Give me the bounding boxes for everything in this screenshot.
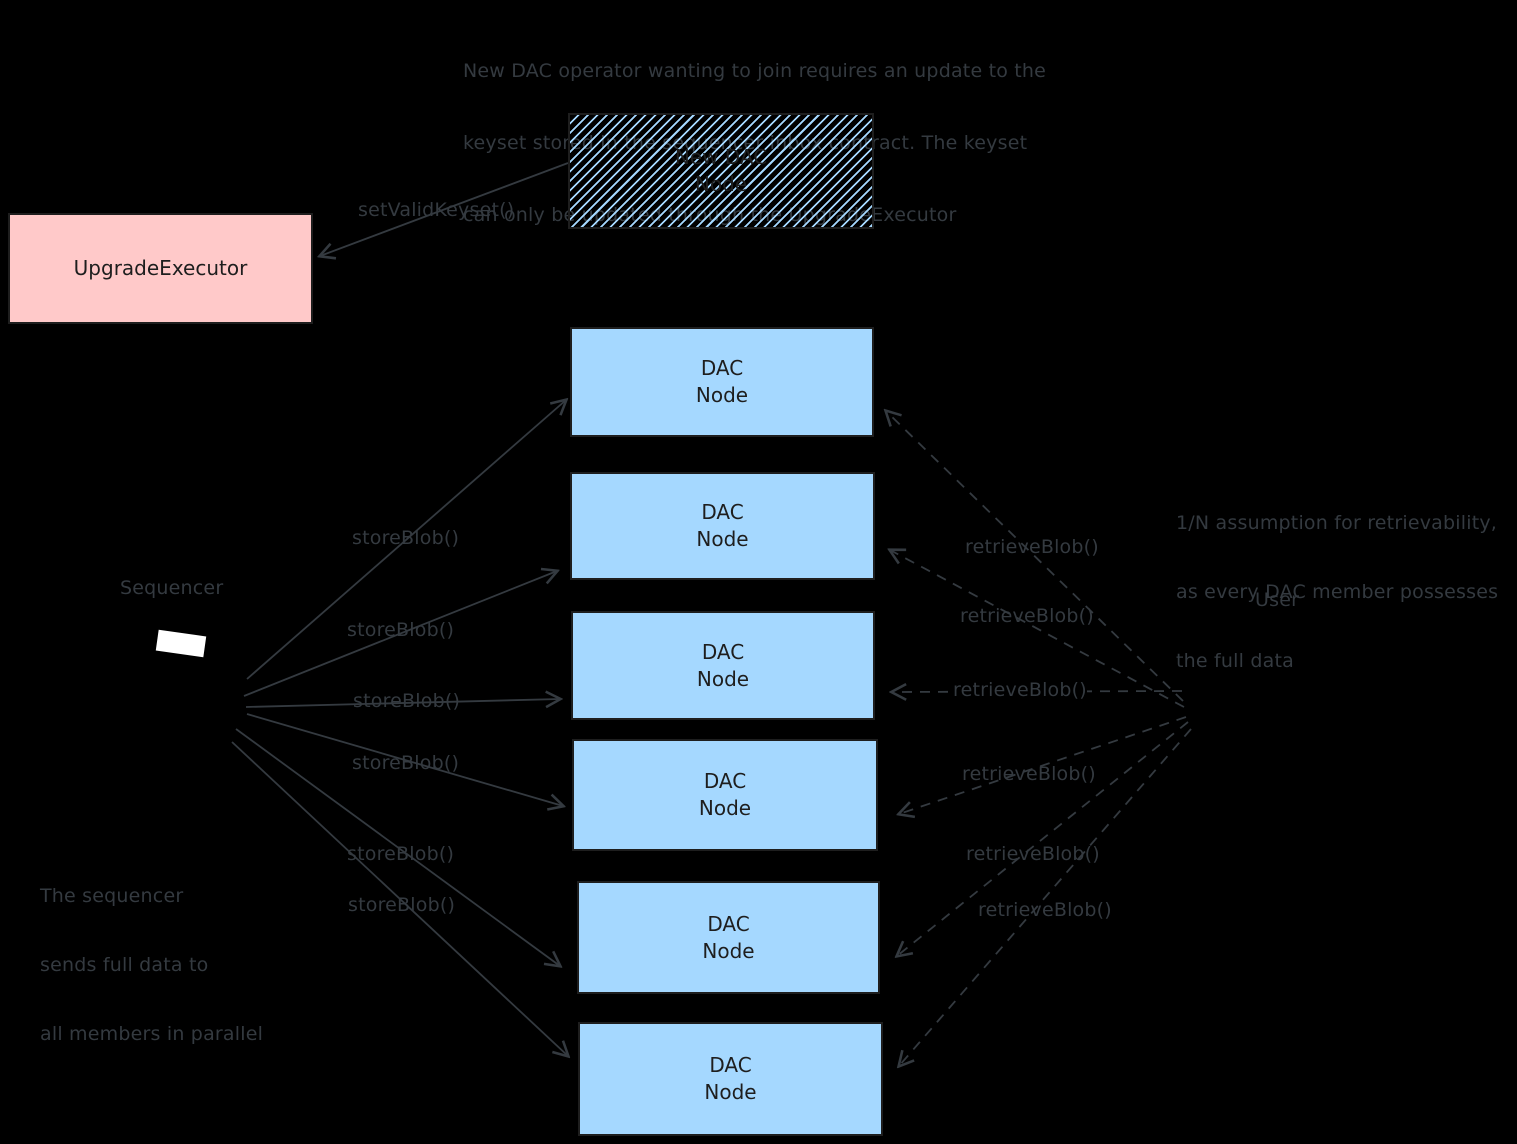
- dac-node-2-line-2: Node: [696, 527, 749, 551]
- new-dac-node-label-line-2: Node: [694, 172, 748, 196]
- dac-node-box-3: DAC Node: [571, 611, 875, 720]
- retrieve-blob-label-5: retrieveBlob(): [966, 843, 1100, 865]
- set-valid-keyset-label: setValidKeyset(): [358, 199, 515, 221]
- top-note-line-1: New DAC operator wanting to join require…: [463, 60, 1047, 82]
- retrieve-arrow-4: [899, 716, 1187, 814]
- store-blob-label-1: storeBlob(): [352, 527, 460, 549]
- upgrade-executor-label: UpgradeExecutor: [73, 256, 248, 280]
- retrieve-arrow-1: [886, 411, 1184, 702]
- retrieve-blob-label-4: retrieveBlob(): [962, 763, 1096, 785]
- retrieve-arrow-2: [890, 550, 1185, 708]
- new-dac-node-label-line-1: New DAC: [674, 145, 768, 169]
- store-arrow-5: [235, 728, 560, 966]
- dac-node-3-line-1: DAC: [701, 639, 745, 664]
- dac-node-box-5: DAC Node: [577, 881, 880, 994]
- dac-node-6-line-1: DAC: [709, 1053, 752, 1077]
- dac-node-5-line-2: Node: [702, 938, 755, 963]
- dac-node-4-line-1: DAC: [703, 769, 747, 793]
- dac-node-box-2: DAC Node: [570, 472, 875, 580]
- store-arrow-6: [231, 741, 568, 1056]
- user-label: User: [1255, 589, 1300, 611]
- sequencer-label: Sequencer: [120, 577, 224, 599]
- upgrade-executor-box: UpgradeExecutor: [8, 213, 313, 324]
- dac-node-1-line-1: DAC: [700, 356, 744, 380]
- retrieve-blob-label-2: retrieveBlob(): [960, 605, 1094, 627]
- store-arrow-2: [243, 571, 557, 697]
- store-blob-label-2: storeBlob(): [347, 619, 455, 641]
- store-blob-label-5: storeBlob(): [347, 843, 455, 865]
- store-arrow-3: [245, 699, 560, 707]
- dac-node-1-line-2: Node: [695, 383, 749, 407]
- retrievability-note-line-1: 1/N assumption for retrievability,: [1176, 512, 1498, 534]
- retrieve-blob-label-3: retrieveBlob(): [953, 679, 1087, 701]
- retrieve-arrow-6: [899, 728, 1192, 1066]
- retrievability-note-line-2: as every DAC member possesses: [1176, 581, 1499, 603]
- store-arrow-1: [246, 400, 566, 680]
- dac-node-box-6: DAC Node: [578, 1022, 883, 1136]
- sequencer-note-line-3: all members in parallel: [40, 1023, 264, 1045]
- store-blob-label-4: storeBlob(): [352, 752, 460, 774]
- retrieve-arrow-5: [897, 721, 1189, 956]
- store-blob-label-6: storeBlob(): [348, 894, 456, 916]
- store-arrow-4: [246, 713, 563, 806]
- retrievability-note: 1/N assumption for retrievability, as ev…: [1176, 466, 1498, 719]
- retrieve-blob-label-6: retrieveBlob(): [978, 899, 1112, 921]
- sequencer-note-line-2: sends full data to: [40, 954, 209, 976]
- dac-node-2-line-1: DAC: [701, 500, 744, 524]
- set-valid-keyset-arrow: [320, 162, 569, 256]
- dac-node-3-line-2: Node: [696, 666, 750, 691]
- dac-node-box-4: DAC Node: [572, 739, 878, 851]
- sequencer-note-line-1: The sequencer: [40, 885, 184, 907]
- dac-node-6-line-2: Node: [704, 1080, 757, 1104]
- dac-node-box-1: DAC Node: [570, 327, 874, 437]
- retrievability-note-line-3: the full data: [1176, 650, 1294, 672]
- store-blob-label-3: storeBlob(): [353, 690, 461, 712]
- retrieve-blob-label-1: retrieveBlob(): [965, 536, 1099, 558]
- sequencer-note: The sequencer sends full data to all mem…: [40, 839, 263, 1092]
- dac-node-5-line-1: DAC: [707, 911, 750, 936]
- dac-node-4-line-2: Node: [698, 796, 752, 820]
- new-dac-node-box: New DAC Node: [568, 113, 874, 229]
